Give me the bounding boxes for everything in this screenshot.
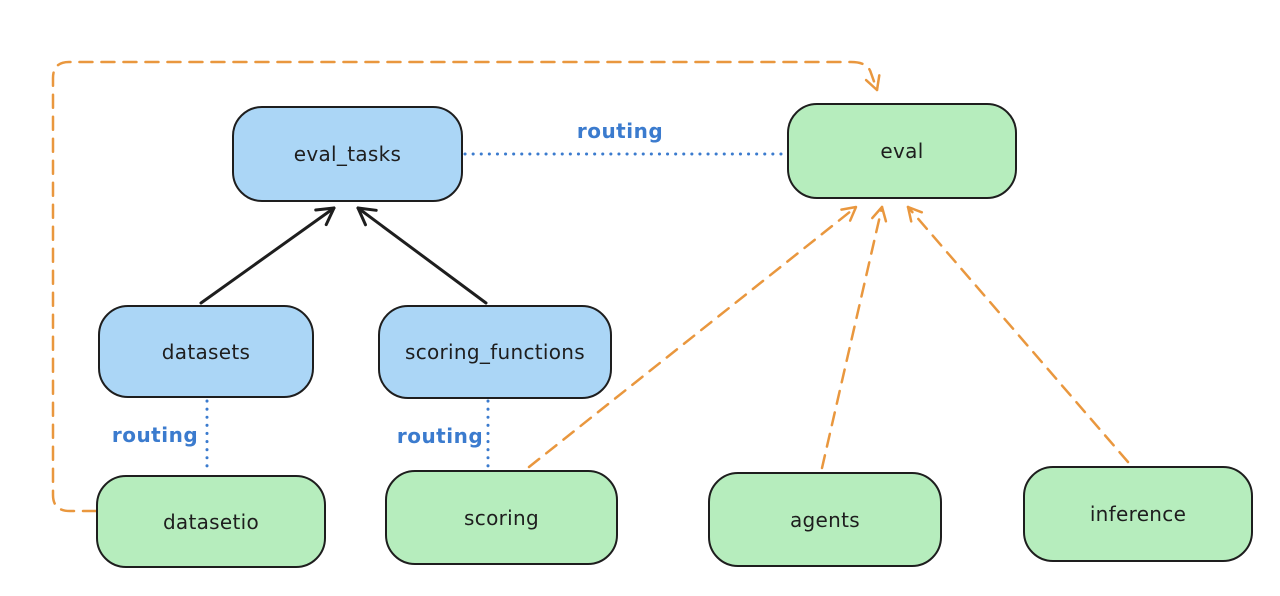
node-datasets: datasets: [98, 305, 314, 398]
node-eval-label: eval: [880, 139, 924, 163]
edge-scoring-to-eval: [527, 205, 858, 469]
node-eval-tasks: eval_tasks: [232, 106, 463, 202]
node-scoring: scoring: [385, 470, 618, 565]
node-agents: agents: [708, 472, 942, 567]
node-scoring-label: scoring: [464, 505, 539, 530]
edge-label-routing-datasets-datasetio: routing: [111, 423, 199, 447]
node-inference-label: inference: [1089, 502, 1187, 526]
edge-label-routing-scoring-functions-scoring: routing: [396, 424, 484, 448]
node-inference: inference: [1023, 466, 1253, 562]
node-eval: eval: [787, 103, 1017, 199]
edge-agents-to-eval: [820, 205, 888, 470]
edge-inference-to-eval: [906, 205, 1130, 464]
node-scoring-functions-label: scoring_functions: [404, 340, 586, 364]
node-datasetio-label: datasetio: [162, 509, 260, 534]
edge-label-routing-eval-tasks-eval: routing: [576, 119, 664, 143]
edge-datasets-to-eval-tasks: [199, 206, 336, 305]
node-scoring-functions: scoring_functions: [378, 305, 612, 399]
node-datasets-label: datasets: [161, 339, 251, 364]
node-agents-label: agents: [790, 507, 860, 532]
node-eval-tasks-label: eval_tasks: [293, 142, 402, 166]
node-datasetio: datasetio: [96, 475, 326, 568]
edge-scoring-functions-to-eval-tasks: [356, 206, 488, 305]
